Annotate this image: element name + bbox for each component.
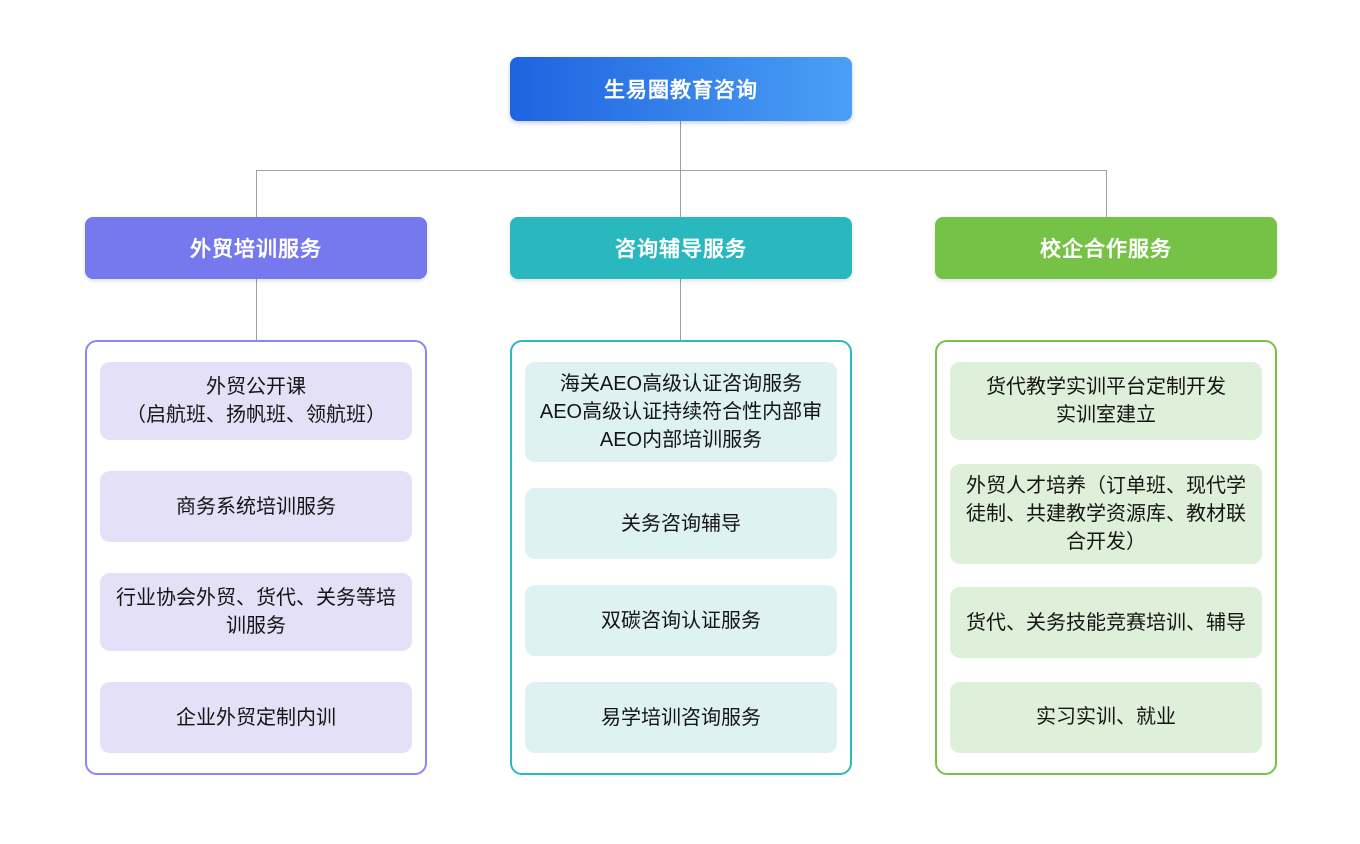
service-item: 企业外贸定制内训 <box>100 682 412 753</box>
service-item-text: 商务系统培训服务 <box>176 495 336 518</box>
service-item-text: 行业协会外贸、货代、关务等培 训服务 <box>116 587 396 637</box>
branch-header-label: 校企合作服务 <box>1040 238 1172 261</box>
root-node-label: 生易圈教育咨询 <box>604 79 758 102</box>
connector-horizontal <box>256 170 1106 171</box>
root-node: 生易圈教育咨询 <box>510 57 852 121</box>
branch-header-school-enterprise: 校企合作服务 <box>935 217 1277 279</box>
service-item: 货代教学实训平台定制开发 实训室建立 <box>950 362 1262 440</box>
service-item: 外贸人才培养（订单班、现代学 徒制、共建教学资源库、教材联 合开发） <box>950 463 1262 564</box>
connector-middle-header-to-container <box>680 279 681 340</box>
service-item-text: 外贸公开课 （启航班、扬帆班、领航班） <box>126 376 386 426</box>
service-item-text: 易学培训咨询服务 <box>601 706 761 729</box>
connector-root-down <box>680 121 681 170</box>
service-item: 行业协会外贸、货代、关务等培 训服务 <box>100 573 412 651</box>
branch-header-label: 咨询辅导服务 <box>615 238 747 261</box>
service-item: 双碳咨询认证服务 <box>525 585 837 656</box>
service-item: 商务系统培训服务 <box>100 471 412 542</box>
connector-drop-middle <box>680 170 681 217</box>
service-item-text: 企业外贸定制内训 <box>176 706 336 729</box>
branch-header-consulting-coaching: 咨询辅导服务 <box>510 217 852 279</box>
service-item: 易学培训咨询服务 <box>525 682 837 753</box>
service-item-text: 海关AEO高级认证咨询服务 AEO高级认证持续符合性内部审 AEO内部培训服务 <box>539 373 823 451</box>
connector-drop-left <box>256 170 257 217</box>
service-item: 关务咨询辅导 <box>525 488 837 559</box>
service-item-text: 货代、关务技能竞赛培训、辅导 <box>966 611 1246 634</box>
service-item: 海关AEO高级认证咨询服务 AEO高级认证持续符合性内部审 AEO内部培训服务 <box>525 362 837 462</box>
service-item: 货代、关务技能竞赛培训、辅导 <box>950 587 1262 659</box>
service-item-text: 货代教学实训平台定制开发 实训室建立 <box>986 376 1226 426</box>
branch-container-consulting-coaching: 海关AEO高级认证咨询服务 AEO高级认证持续符合性内部审 AEO内部培训服务 … <box>510 340 852 775</box>
branch-header-label: 外贸培训服务 <box>190 238 322 261</box>
connector-drop-right <box>1106 170 1107 217</box>
connector-left-header-to-container <box>256 279 257 340</box>
service-item: 外贸公开课 （启航班、扬帆班、领航班） <box>100 362 412 440</box>
service-item: 实习实训、就业 <box>950 681 1262 753</box>
branch-container-foreign-trade-training: 外贸公开课 （启航班、扬帆班、领航班） 商务系统培训服务 行业协会外贸、货代、关… <box>85 340 427 775</box>
service-item-text: 实习实训、就业 <box>1036 706 1176 729</box>
branch-header-foreign-trade-training: 外贸培训服务 <box>85 217 427 279</box>
service-item-text: 关务咨询辅导 <box>621 512 741 535</box>
service-item-text: 双碳咨询认证服务 <box>601 609 761 632</box>
branch-container-school-enterprise: 货代教学实训平台定制开发 实训室建立 外贸人才培养（订单班、现代学 徒制、共建教… <box>935 340 1277 775</box>
service-item-text: 外贸人才培养（订单班、现代学 徒制、共建教学资源库、教材联 合开发） <box>966 474 1246 553</box>
